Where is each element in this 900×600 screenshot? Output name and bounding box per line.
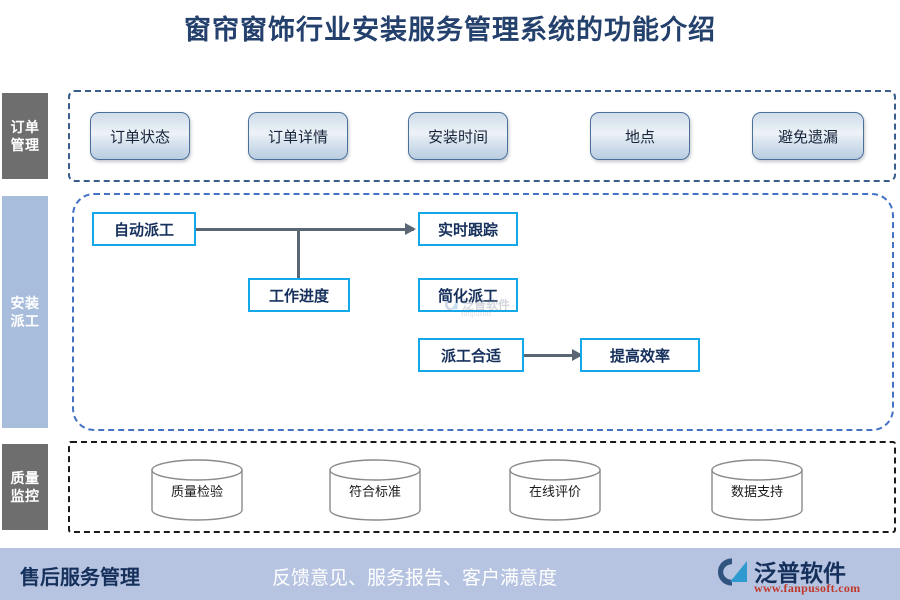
- quality-cylinder-data-support[interactable]: 数据支持: [711, 459, 803, 521]
- section-label-order-line2: 管理: [10, 137, 40, 153]
- quality-cylinder-standard-label: 符合标准: [348, 483, 401, 499]
- section-label-quality-line1: 质量: [10, 469, 40, 486]
- panel-order-management: [68, 90, 896, 182]
- section-label-order-line1: 订单: [10, 118, 40, 135]
- section-label-dispatch-line2: 派工: [10, 313, 40, 329]
- connector-auto-dispatch-to-realtime: [196, 228, 414, 231]
- quality-cylinder-inspection-label: 质量检验: [170, 483, 223, 499]
- brand-logo-icon: [718, 558, 747, 586]
- flow-node-work-progress[interactable]: 工作进度: [248, 278, 350, 312]
- section-label-dispatch: 安装 派工: [2, 196, 48, 428]
- order-item-order-detail[interactable]: 订单详情: [248, 112, 348, 160]
- order-item-install-time[interactable]: 安装时间: [408, 112, 508, 160]
- section-label-order: 订单 管理: [2, 93, 48, 179]
- quality-cylinder-online-review-label: 在线评价: [528, 483, 581, 499]
- flow-node-realtime-track[interactable]: 实时跟踪: [418, 212, 518, 246]
- page-title: 窗帘窗饰行业安装服务管理系统的功能介绍: [184, 15, 716, 45]
- flow-node-improve-efficiency[interactable]: 提高效率: [580, 338, 700, 372]
- cylinder-icon: [151, 459, 243, 521]
- brand-logo[interactable]: 泛普软件 www.fanpusoft.com: [716, 554, 884, 596]
- footer-title: 售后服务管理: [20, 567, 140, 589]
- quality-cylinder-online-review[interactable]: 在线评价: [509, 459, 601, 521]
- cylinder-icon: [711, 459, 803, 521]
- arrowhead-to-realtime-track: [405, 223, 416, 235]
- quality-cylinder-inspection[interactable]: 质量检验: [151, 459, 243, 521]
- flow-node-suitable-dispatch[interactable]: 派工合适: [418, 338, 524, 372]
- brand-logo-url: www.fanpusoft.com: [754, 581, 861, 595]
- panel-quality-monitoring: [68, 441, 896, 533]
- order-item-order-status[interactable]: 订单状态: [90, 112, 190, 160]
- arrowhead-to-efficiency: [572, 349, 583, 361]
- order-item-location[interactable]: 地点: [590, 112, 690, 160]
- connector-work-progress-branch: [297, 228, 300, 280]
- footer-subtitle: 反馈意见、服务报告、客户满意度: [272, 568, 558, 589]
- section-label-dispatch-line1: 安装: [10, 294, 40, 311]
- cylinder-icon: [329, 459, 421, 521]
- panel-install-dispatch: [72, 193, 894, 431]
- order-item-avoid-omission[interactable]: 避免遗漏: [752, 112, 864, 160]
- quality-cylinder-standard[interactable]: 符合标准: [329, 459, 421, 521]
- connector-suitable-to-efficiency: [524, 354, 580, 357]
- section-label-quality: 质量 监控: [2, 444, 48, 530]
- flow-node-simplify-dispatch[interactable]: 简化派工: [418, 278, 518, 312]
- quality-cylinder-data-support-label: 数据支持: [730, 483, 783, 499]
- section-label-quality-line2: 监控: [10, 488, 40, 504]
- flow-node-auto-dispatch[interactable]: 自动派工: [92, 212, 196, 246]
- brand-logo-text: 泛普软件: [754, 561, 846, 586]
- cylinder-icon: [509, 459, 601, 521]
- footer-bar: 售后服务管理 反馈意见、服务报告、客户满意度 泛普软件 www.fanpusof…: [0, 548, 900, 600]
